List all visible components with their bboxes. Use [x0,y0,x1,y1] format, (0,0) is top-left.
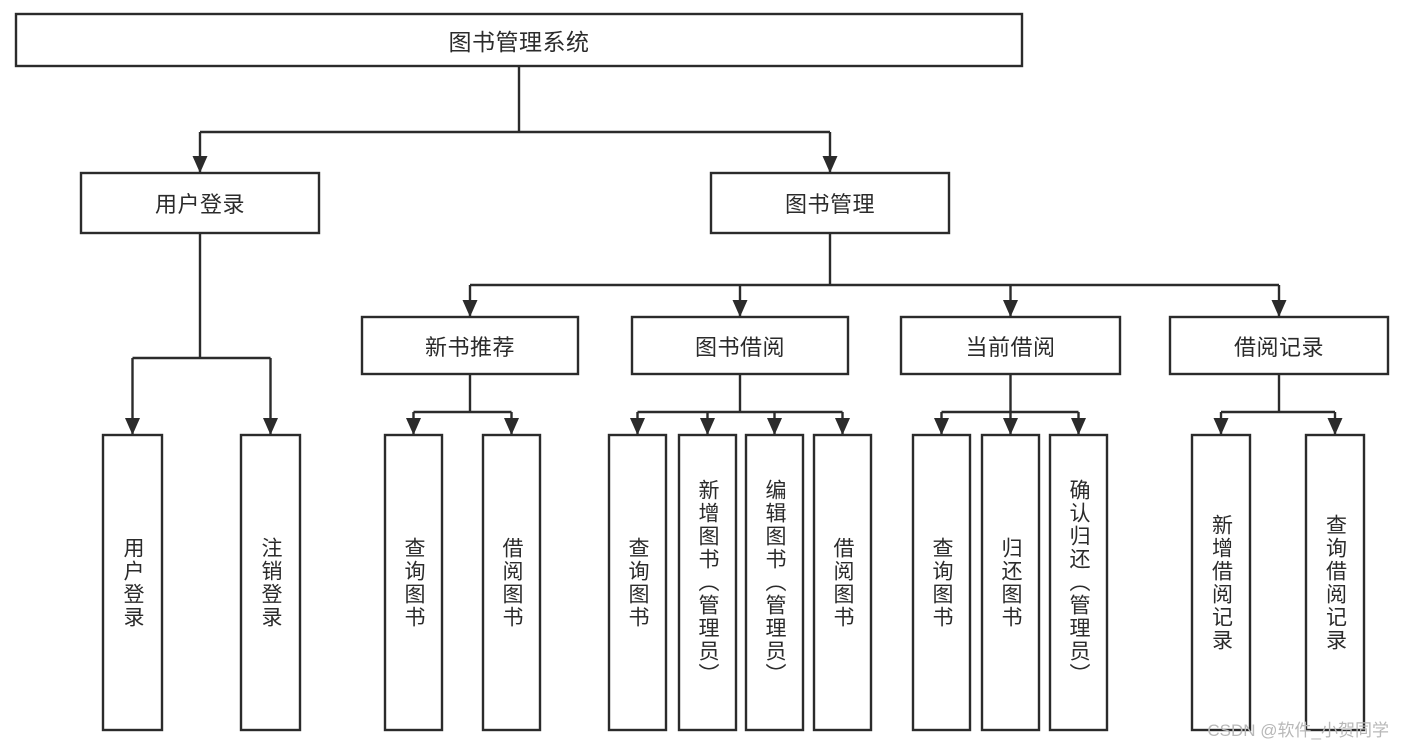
node-box-leaf-query-book-borrow[interactable] [607,433,668,732]
boxes-layer [14,12,1390,732]
arrow-head-icon [1003,300,1018,317]
node-box-root[interactable] [14,12,1024,68]
node-box-leaf-borrow-book-rec[interactable] [481,433,542,732]
arrow-head-icon [1271,300,1287,317]
arrow-head-icon [1327,418,1343,435]
node-box-leaf-logout[interactable] [239,433,302,732]
node-box-leaf-return-book[interactable] [980,433,1041,732]
arrow-head-icon [192,156,208,173]
arrow-head-icon [767,418,782,435]
arrow-head-icon [732,300,748,317]
arrow-head-icon [504,418,519,435]
arrow-head-icon [406,418,421,435]
node-box-leaf-borrow-book[interactable] [812,433,873,732]
node-box-leaf-edit-book[interactable] [744,433,805,732]
node-box-leaf-confirm-return[interactable] [1048,433,1109,732]
arrow-head-icon [1071,418,1086,435]
node-box-new-book-rec[interactable] [360,315,580,376]
watermark: CSDN @软件_小贺同学 [1207,721,1389,740]
node-box-leaf-user-login[interactable] [101,433,164,732]
arrow-head-icon [934,418,949,435]
edges-layer [125,66,1343,435]
arrow-head-icon [125,418,140,435]
node-box-leaf-query-record[interactable] [1304,433,1366,732]
arrow-head-icon [462,300,478,317]
node-box-leaf-query-book-cur[interactable] [911,433,972,732]
arrow-head-icon [263,418,278,435]
arrow-head-icon [835,418,850,435]
node-box-borrow-record[interactable] [1168,315,1390,376]
node-box-book-manage[interactable] [709,171,951,235]
node-box-leaf-add-record[interactable] [1190,433,1252,732]
node-box-leaf-query-book-rec[interactable] [383,433,444,732]
arrow-head-icon [1213,418,1229,435]
arrow-head-icon [630,418,645,435]
node-box-user-login[interactable] [79,171,321,235]
node-box-current-borrow[interactable] [899,315,1122,376]
node-box-book-borrow[interactable] [630,315,850,376]
node-box-leaf-add-book[interactable] [677,433,738,732]
arrow-head-icon [700,418,715,435]
arrow-head-icon [822,156,838,173]
arrow-head-icon [1003,418,1018,435]
